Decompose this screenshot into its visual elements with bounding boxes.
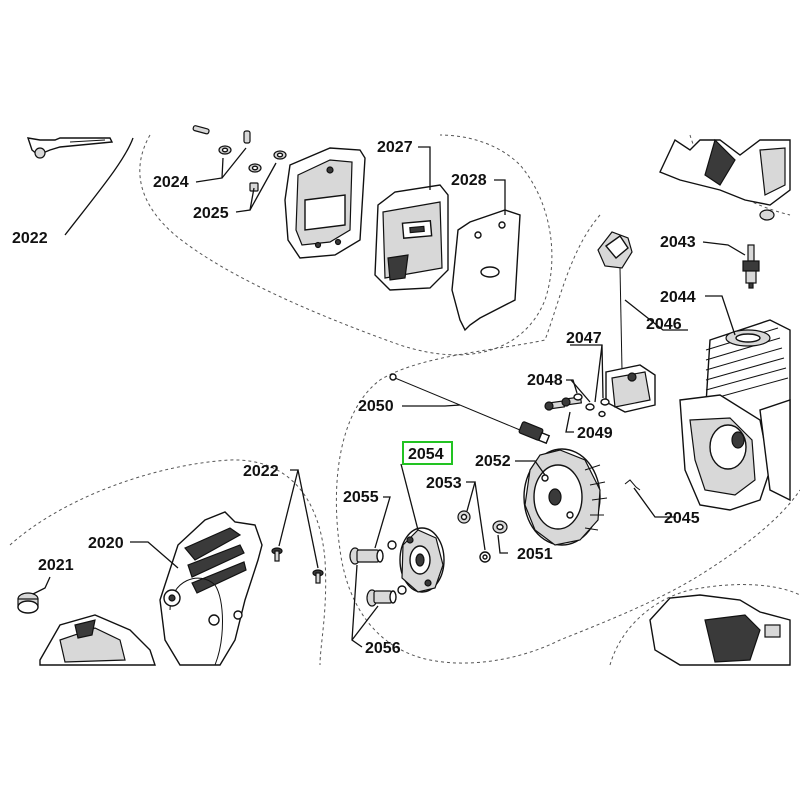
part-label-2050[interactable]: 2050: [358, 398, 394, 415]
part-label-2045[interactable]: 2045: [664, 510, 700, 527]
gasket-part: [451, 209, 521, 332]
part-label-2053[interactable]: 2053: [426, 475, 462, 492]
part-label-2044[interactable]: 2044: [660, 289, 696, 306]
part-label-2043[interactable]: 2043: [660, 234, 696, 251]
part-label-2022[interactable]: 2022: [12, 230, 48, 247]
part-label-2052[interactable]: 2052: [475, 453, 511, 470]
starter-housing-part: [159, 511, 263, 666]
clip-part: [624, 479, 641, 491]
top-right-housing-part: [659, 138, 791, 221]
part-label-2047[interactable]: 2047: [566, 330, 602, 347]
part-label-2020[interactable]: 2020: [88, 535, 124, 552]
part-label-2048[interactable]: 2048: [527, 372, 563, 389]
group-boundary-top: [139, 134, 553, 356]
part-label-2046[interactable]: 2046: [646, 316, 682, 333]
muffler-cover-part: [284, 147, 366, 259]
part-label-2054-selected[interactable]: 2054: [408, 446, 444, 463]
group-boundary-bottom-right: [609, 584, 800, 666]
part-label-2024[interactable]: 2024: [153, 174, 189, 191]
part-label-2025[interactable]: 2025: [193, 205, 229, 222]
screw-parts-2024-2025: [192, 125, 287, 192]
nut-washer-part: [457, 510, 508, 563]
part-label-2056[interactable]: 2056: [365, 640, 401, 657]
part-label-2055[interactable]: 2055: [343, 489, 379, 506]
part-label-2021[interactable]: 2021: [38, 557, 74, 574]
coil-screws-part: [544, 393, 610, 418]
part-label-2028[interactable]: 2028: [451, 172, 487, 189]
flywheel-part: [523, 448, 608, 546]
group-boundary-middle: [335, 214, 800, 664]
part-label-2051[interactable]: 2051: [517, 546, 553, 563]
engine-cylinder-part: [679, 319, 791, 511]
part-label-2027[interactable]: 2027: [377, 139, 413, 156]
handle-bracket-part: [26, 137, 114, 159]
shoulder-bolts-part: [349, 540, 407, 607]
ignition-coil-part: [597, 231, 656, 413]
highlight-box: [402, 441, 453, 465]
muffler-part: [374, 184, 449, 291]
clutch-part: [399, 527, 445, 593]
part-label-2022[interactable]: 2022: [243, 463, 279, 480]
bottom-right-housing-part: [649, 594, 791, 666]
cap-screws-part: [17, 547, 324, 614]
group-boundary-bottom-left: [9, 459, 327, 666]
spark-plug-part: [742, 244, 760, 289]
part-label-2049[interactable]: 2049: [577, 425, 613, 442]
throttle-cable-part: [389, 373, 551, 445]
bottom-left-housing-part: [39, 614, 156, 666]
